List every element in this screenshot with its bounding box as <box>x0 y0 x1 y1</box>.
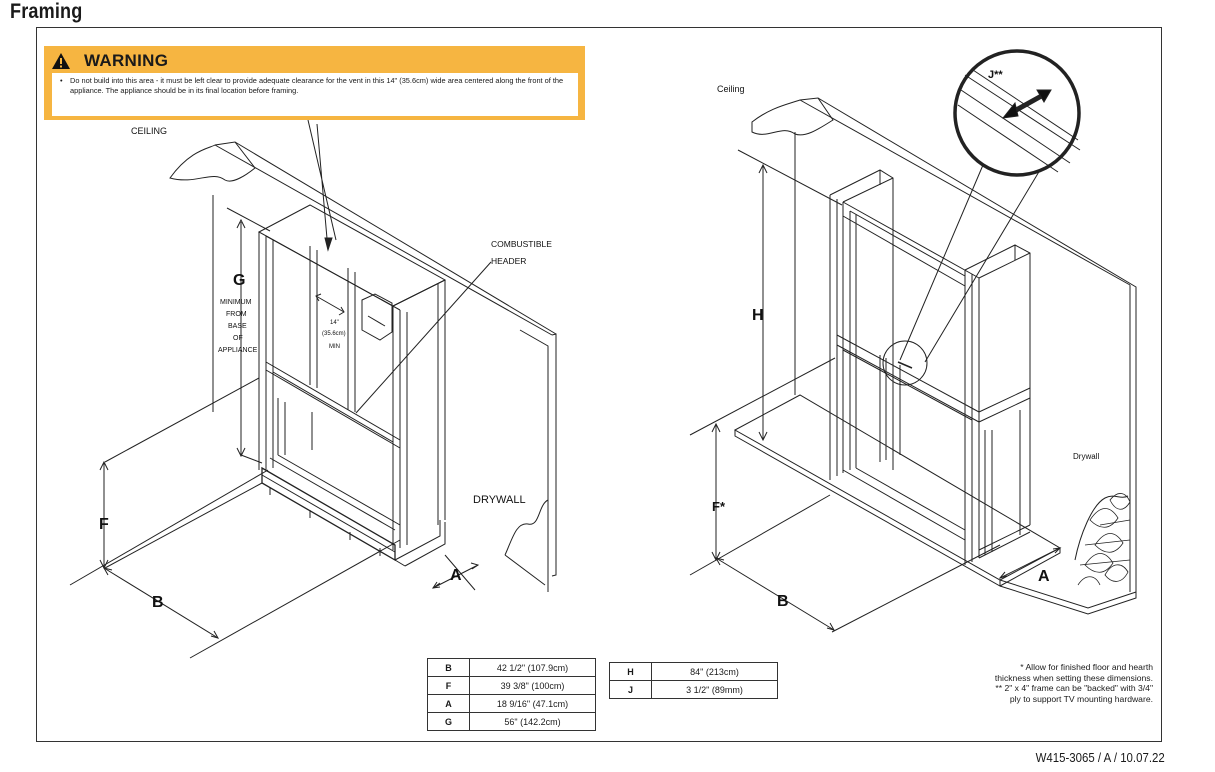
dim-j-label: J** <box>988 69 1003 81</box>
page-title: Framing <box>10 0 83 23</box>
dim-value: 39 3/8" (100cm) <box>469 676 596 695</box>
g-note-5: APPLIANCE <box>218 347 258 354</box>
dim-value: 18 9/16" (47.1cm) <box>469 694 596 713</box>
left-dim-b-label: B <box>152 594 164 611</box>
dim-value: 84" (213cm) <box>651 662 778 681</box>
vent-width-1: 14" <box>330 320 339 326</box>
footnotes: * Allow for finished floor and hearth th… <box>983 662 1153 704</box>
combustible-header-label-1: COMBUSTIBLE <box>491 239 552 249</box>
dim-key: H <box>609 662 652 681</box>
right-dim-a-label: A <box>1038 568 1050 585</box>
footnote-1: * Allow for finished floor and hearth th… <box>994 662 1153 683</box>
bullet-icon: • <box>60 76 63 85</box>
dim-g-label: G <box>233 272 245 289</box>
dim-value: 42 1/2" (107.9cm) <box>469 658 596 677</box>
dim-key: F <box>427 676 470 695</box>
dim-h-label: H <box>752 307 764 324</box>
left-ceiling-label: CEILING <box>131 126 167 136</box>
dim-value: 56" (142.2cm) <box>469 712 596 731</box>
dim-key: B <box>427 658 470 677</box>
right-ceiling-label: Ceiling <box>717 84 745 94</box>
left-drywall-label: DRYWALL <box>473 494 526 506</box>
vent-width-3: MIN <box>329 344 340 350</box>
left-dim-f-label: F <box>99 516 109 533</box>
g-note-2: FROM <box>226 311 247 318</box>
g-note-3: BASE <box>228 323 247 330</box>
warning-triangle-icon <box>52 53 70 69</box>
right-dim-b-label: B <box>777 593 789 610</box>
warning-title: WARNING <box>84 51 169 70</box>
dim-key: J <box>609 680 652 699</box>
warning-text-box: • Do not build into this area - it must … <box>52 73 578 116</box>
footnote-2: ** 2" x 4" frame can be "backed" with 3/… <box>995 683 1153 704</box>
document-number: W415-3065 / A / 10.07.22 <box>1035 750 1165 765</box>
g-note-4: OF <box>233 335 243 342</box>
warning-box: WARNING • Do not build into this area - … <box>44 46 585 120</box>
combustible-header-label-2: HEADER <box>491 256 526 266</box>
left-dim-a-label: A <box>450 567 462 584</box>
dim-key: A <box>427 694 470 713</box>
figure-frame <box>36 27 1162 742</box>
vent-width-2: (35.6cm) <box>322 331 346 337</box>
warning-text: Do not build into this area - it must be… <box>70 76 564 95</box>
dim-value: 3 1/2" (89mm) <box>651 680 778 699</box>
right-dim-f-label: F* <box>712 499 726 514</box>
g-note-1: MINIMUM <box>220 299 252 306</box>
right-drywall-label: Drywall <box>1073 452 1099 461</box>
dim-key: G <box>427 712 470 731</box>
